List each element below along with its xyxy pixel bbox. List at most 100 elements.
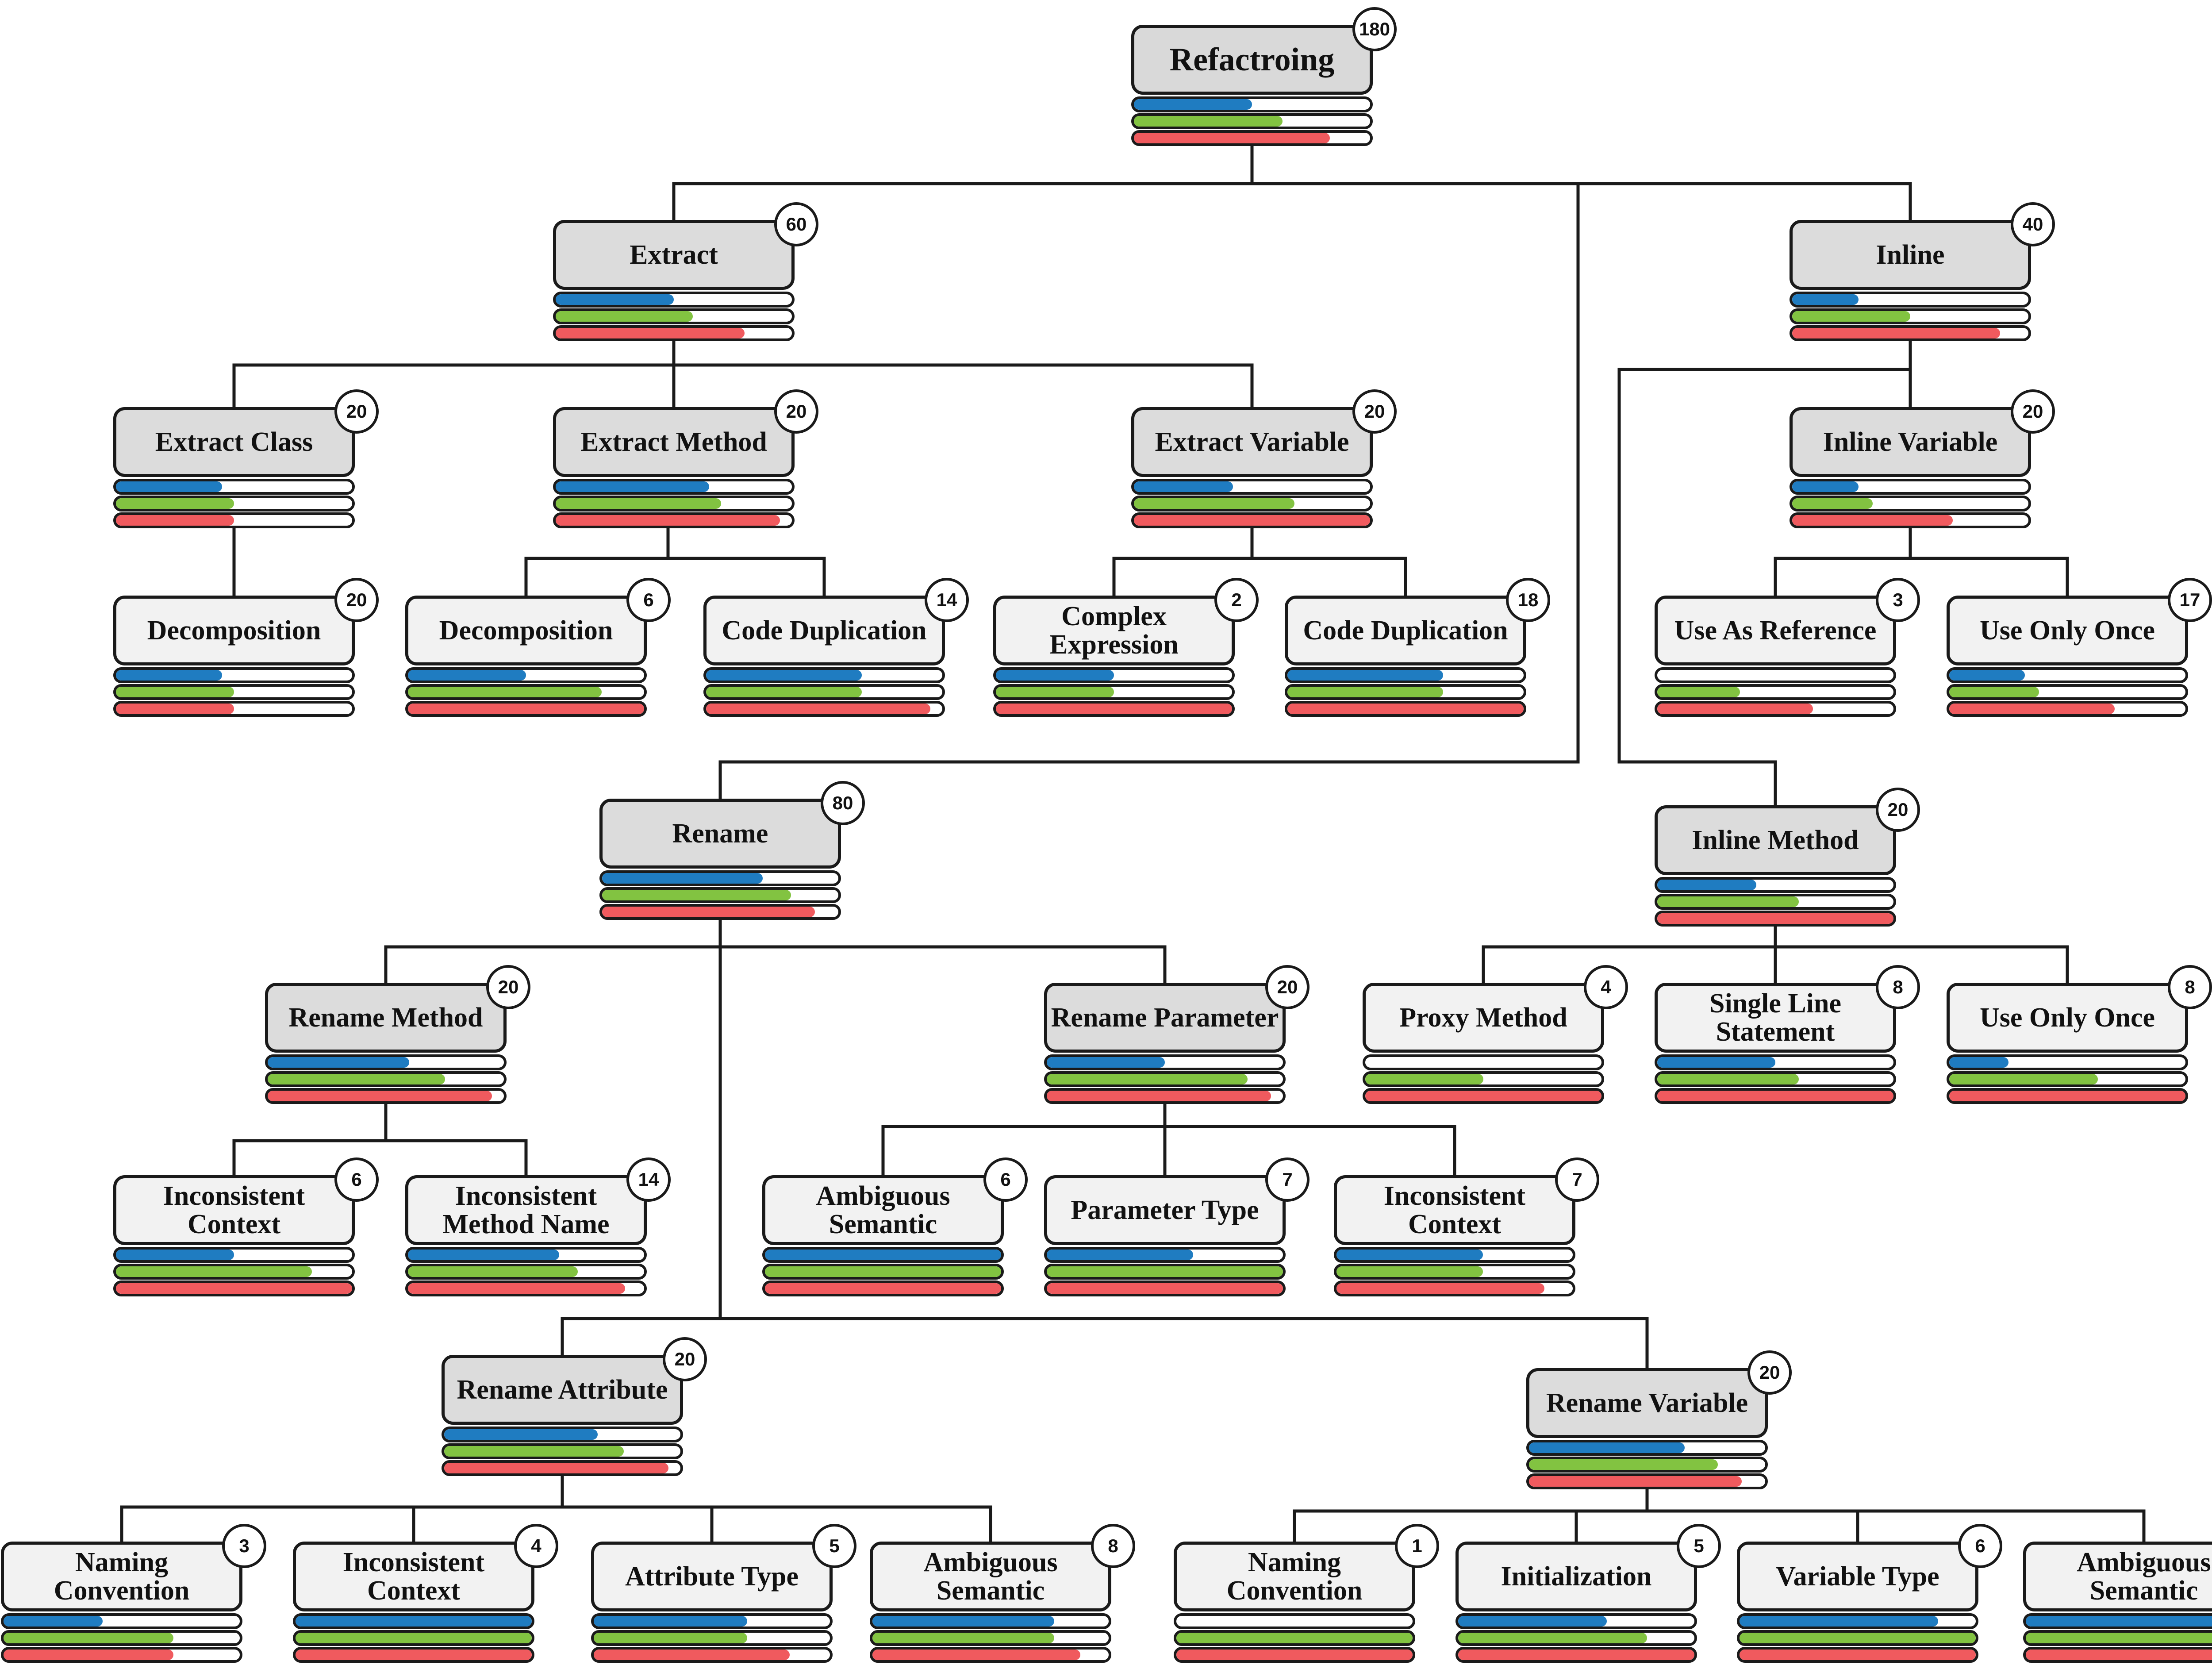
- progress-fill: [1949, 704, 2115, 714]
- count-badge: 5: [1677, 1524, 1721, 1568]
- count-badge: 3: [1876, 578, 1920, 622]
- progress-bar-2: [2023, 1630, 2212, 1646]
- progress-bar-1: [553, 479, 795, 495]
- progress-fill: [706, 687, 862, 697]
- progress-bar-2: [1174, 1630, 1415, 1646]
- node-label: Rename Method: [265, 983, 507, 1053]
- progress-bar-2: [1790, 308, 2031, 324]
- progress-bar-2: [1455, 1630, 1697, 1646]
- progress-bar-1: [1947, 1054, 2188, 1070]
- progress-fill: [1740, 1650, 1976, 1660]
- progress-bar-1: [1737, 1613, 1978, 1629]
- progress-fill: [116, 515, 234, 526]
- progress-fill: [1134, 133, 1330, 143]
- progress-bar-3: [1334, 1280, 1575, 1296]
- progress-fill: [1792, 294, 1859, 305]
- count-badge: 60: [774, 202, 818, 246]
- progress-bar-2: [293, 1630, 534, 1646]
- progress-fill: [296, 1616, 532, 1627]
- progress-fill: [1458, 1650, 1694, 1660]
- count-badge: 5: [812, 1524, 856, 1568]
- progress-bar-1: [1790, 292, 2031, 308]
- progress-fill: [1365, 1074, 1483, 1084]
- progress-fill: [408, 1283, 626, 1294]
- progress-bar-2: [591, 1630, 833, 1646]
- progress-fill: [594, 1650, 790, 1660]
- count-badge: 8: [1091, 1524, 1135, 1568]
- count-badge: 7: [1265, 1157, 1310, 1202]
- progress-fill: [4, 1633, 174, 1643]
- progress-bar-1: [1947, 667, 2188, 683]
- progress-fill: [765, 1266, 1001, 1277]
- progress-bar-2: [703, 684, 945, 700]
- count-badge: 8: [1876, 965, 1920, 1009]
- progress-fill: [1657, 1091, 1893, 1101]
- count-badge: 6: [334, 1157, 379, 1202]
- node-label: Inline Method: [1655, 805, 1896, 875]
- progress-bar-1: [1655, 877, 1896, 893]
- count-badge: 180: [1352, 7, 1397, 51]
- progress-fill: [1336, 1250, 1483, 1260]
- progress-bar-2: [1334, 1264, 1575, 1280]
- progress-fill: [1529, 1459, 1718, 1470]
- progress-fill: [2026, 1650, 2212, 1660]
- progress-bar-1: [113, 479, 355, 495]
- node-label: Rename Variable: [1526, 1368, 1768, 1438]
- progress-fill: [1134, 515, 1370, 526]
- progress-fill: [1949, 1091, 2185, 1101]
- progress-bar-1: [762, 1247, 1004, 1263]
- progress-fill: [1047, 1250, 1194, 1260]
- count-badge: 4: [514, 1524, 558, 1568]
- progress-bar-3: [1526, 1473, 1768, 1489]
- progress-fill: [116, 1283, 352, 1294]
- progress-bar-1: [1285, 667, 1526, 683]
- count-badge: 20: [663, 1337, 707, 1381]
- progress-bar-2: [442, 1443, 683, 1459]
- node-label: Proxy Method: [1363, 983, 1604, 1053]
- progress-fill: [1134, 481, 1233, 492]
- progress-fill: [116, 481, 223, 492]
- progress-fill: [408, 670, 526, 681]
- progress-fill: [1657, 704, 1813, 714]
- count-badge: 20: [1876, 788, 1920, 832]
- progress-fill: [116, 670, 223, 681]
- progress-fill: [1792, 481, 1859, 492]
- progress-bar-2: [113, 1264, 355, 1280]
- progress-fill: [2026, 1616, 2212, 1627]
- progress-fill: [556, 481, 710, 492]
- progress-bar-3: [762, 1280, 1004, 1296]
- count-badge: 6: [626, 578, 671, 622]
- progress-fill: [556, 515, 780, 526]
- progress-fill: [1949, 670, 2025, 681]
- node-label: Naming Convention: [1, 1542, 242, 1611]
- progress-bar-2: [870, 1630, 1111, 1646]
- progress-bar-3: [1947, 701, 2188, 717]
- progress-fill: [268, 1057, 410, 1068]
- progress-bar-3: [870, 1647, 1111, 1663]
- progress-fill: [1740, 1616, 1938, 1627]
- progress-bar-3: [553, 325, 795, 341]
- count-badge: 80: [821, 781, 865, 825]
- progress-bar-3: [265, 1088, 507, 1104]
- progress-bar-3: [113, 701, 355, 717]
- progress-fill: [1134, 116, 1283, 127]
- progress-fill: [408, 704, 644, 714]
- progress-bar-1: [1131, 479, 1373, 495]
- progress-bar-2: [553, 496, 795, 511]
- node-label: Complex Expression: [993, 596, 1235, 665]
- node-label: Rename Attribute: [442, 1355, 683, 1425]
- progress-bar-2: [1285, 684, 1526, 700]
- node-label: Extract Class: [113, 407, 355, 477]
- progress-fill: [1287, 687, 1444, 697]
- progress-fill: [1792, 515, 1953, 526]
- count-badge: 20: [1747, 1350, 1792, 1395]
- progress-bar-1: [405, 667, 647, 683]
- progress-fill: [602, 873, 763, 884]
- progress-fill: [408, 687, 602, 697]
- progress-bar-1: [442, 1427, 683, 1442]
- progress-bar-3: [1044, 1088, 1286, 1104]
- progress-fill: [1134, 99, 1252, 110]
- progress-bar-3: [1131, 130, 1373, 146]
- progress-fill: [556, 294, 674, 305]
